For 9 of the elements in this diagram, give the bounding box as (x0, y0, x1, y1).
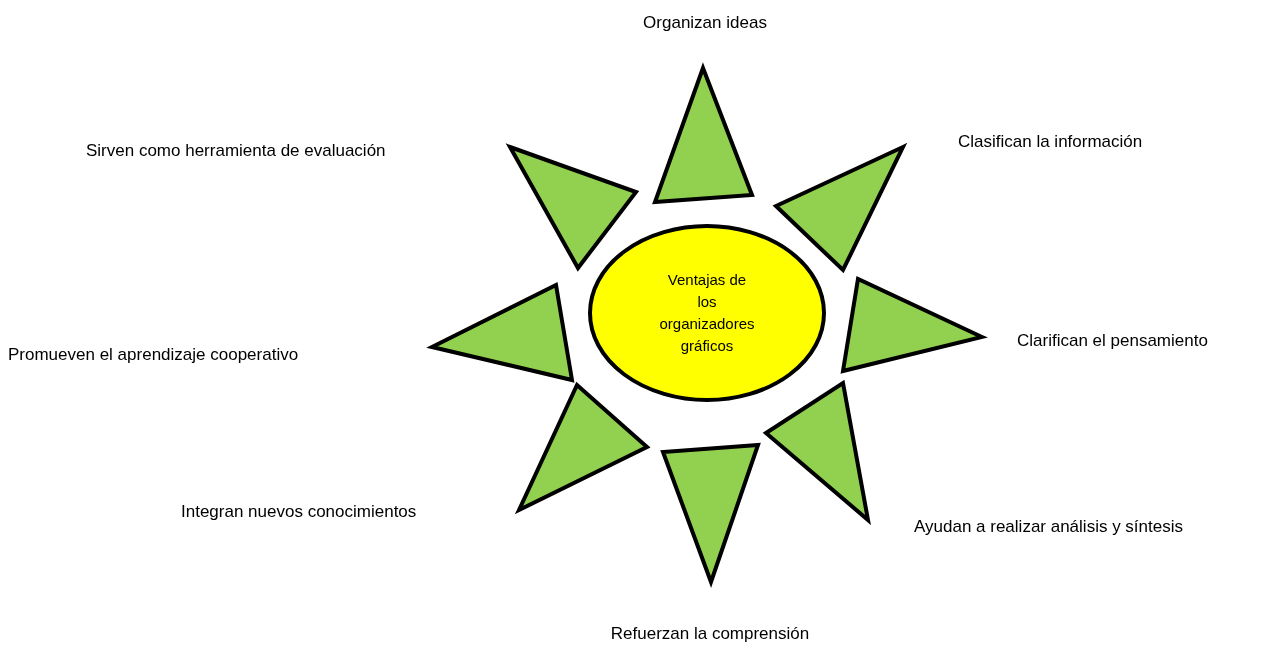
advantage-text: Organizan ideas (643, 12, 767, 34)
center-text: Ventajas de los organizadores gráficos (658, 270, 756, 356)
advantage-text: Clarifican el pensamiento (1017, 330, 1208, 352)
advantage-text: Integran nuevos conocimientos (181, 501, 417, 523)
advantage-text: Sirven como herramienta de evaluación (86, 140, 386, 162)
advantage-text: Refuerzan la comprensión (610, 623, 810, 645)
advantage-text: Promueven el aprendizaje cooperativo (8, 344, 299, 366)
advantage-text: Ayudan a realizar análisis y síntesis (914, 516, 1183, 538)
advantage-text: Clasifican la información (958, 131, 1143, 153)
